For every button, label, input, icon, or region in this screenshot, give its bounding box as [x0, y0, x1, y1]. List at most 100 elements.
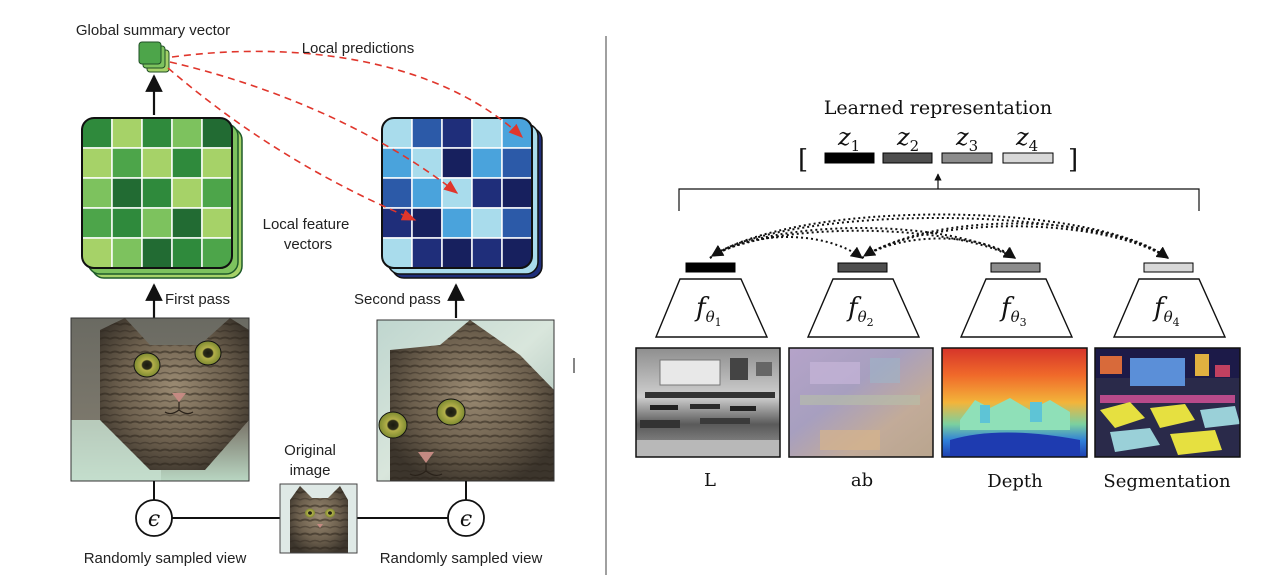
- original-cat-image: [279, 483, 358, 554]
- local-predictions-label: Local predictions: [302, 40, 415, 57]
- cross-view-dotted-arcs: [709, 213, 1169, 259]
- original-image-label-line1: Original: [284, 442, 336, 459]
- feature-cell: [411, 207, 443, 239]
- bracket-right: ]: [1068, 145, 1078, 175]
- encoder-output-2: [837, 262, 888, 273]
- z-labels: z1 z2 z3 z4: [837, 123, 1038, 155]
- feature-cell: [201, 147, 232, 179]
- feature-cell: [411, 237, 443, 268]
- feature-cell: [82, 237, 113, 268]
- feature-cell: [411, 118, 443, 149]
- learned-representation-label: Learned representation: [824, 97, 1052, 119]
- global-summary-vector-icon: [138, 41, 170, 73]
- first-pass-label: First pass: [165, 291, 230, 308]
- feature-cell: [441, 147, 473, 179]
- svg-text:ϵ: ϵ: [460, 507, 472, 532]
- first-pass-feature-map: [81, 117, 243, 279]
- svg-text:z3: z3: [955, 123, 978, 155]
- local-prediction-arrows: [167, 50, 524, 221]
- feature-cell: [201, 207, 232, 239]
- cat-view-left-image: [70, 317, 250, 482]
- feature-cell: [471, 118, 503, 149]
- sampled-view-label-right: Randomly sampled view: [380, 550, 543, 567]
- encoder-output-4: [1143, 262, 1194, 273]
- feature-cell: [441, 237, 473, 268]
- feature-cell: [382, 118, 413, 149]
- feature-cell: [501, 177, 532, 209]
- feature-cell: [501, 237, 532, 268]
- feature-cell: [82, 207, 113, 239]
- bracket-left: [: [798, 145, 808, 175]
- feature-cell: [501, 207, 532, 239]
- original-image-label-line2: image: [290, 462, 331, 479]
- svg-text:z4: z4: [1015, 123, 1038, 155]
- encoder-output-3: [990, 262, 1041, 273]
- modality-image-l: [635, 347, 781, 458]
- feature-cell: [171, 118, 203, 149]
- vector-z4: [1002, 152, 1054, 164]
- modality-image-segmentation: [1094, 347, 1241, 458]
- sampled-view-label-left: Randomly sampled view: [84, 550, 247, 567]
- feature-cell: [141, 237, 173, 268]
- feature-cell: [441, 118, 473, 149]
- epsilon-node-left: ϵ: [135, 499, 173, 537]
- feature-cell: [82, 177, 113, 209]
- feature-cell: [111, 237, 143, 268]
- second-pass-label: Second pass: [354, 291, 441, 308]
- encoder-output-1: [685, 262, 736, 273]
- feature-cell: [111, 177, 143, 209]
- modality-label-l: L: [704, 470, 716, 491]
- feature-cell: [141, 118, 173, 149]
- representation-vectors: [824, 152, 1054, 164]
- local-feature-label-line1: Local feature: [263, 216, 350, 233]
- left-panel: Global summary vector Local predictions …: [70, 22, 575, 567]
- feature-cell: [111, 147, 143, 179]
- feature-cell: [201, 177, 232, 209]
- svg-text:ϵ: ϵ: [148, 507, 160, 532]
- modality-label-depth: Depth: [987, 471, 1043, 492]
- svg-text:z1: z1: [837, 123, 860, 155]
- feature-cell: [201, 237, 232, 268]
- feature-cell: [382, 207, 413, 239]
- feature-cell: [411, 147, 443, 179]
- feature-cell: [82, 147, 113, 179]
- feature-cell: [171, 207, 203, 239]
- encoder-f1: fθ1: [654, 278, 769, 338]
- feature-cell: [82, 118, 113, 149]
- feature-cell: [501, 147, 532, 179]
- vector-z2: [882, 152, 933, 164]
- feature-cell: [171, 147, 203, 179]
- modality-label-ab: ab: [851, 470, 873, 491]
- svg-text:z2: z2: [896, 123, 919, 155]
- right-panel: Learned representation z1 z2 z3 z4 [ ]: [635, 97, 1241, 492]
- cat-view-right-image: [376, 319, 555, 482]
- second-pass-feature-map: [381, 117, 543, 279]
- feature-cell: [471, 237, 503, 268]
- feature-cell: [382, 177, 413, 209]
- encoder-f4: fθ4: [1112, 278, 1227, 338]
- feature-cell: [201, 118, 232, 149]
- modality-label-segmentation: Segmentation: [1103, 471, 1231, 492]
- feature-cell: [471, 177, 503, 209]
- feature-cell: [141, 207, 173, 239]
- encoder-f2: fθ2: [806, 278, 921, 338]
- feature-cell: [382, 237, 413, 268]
- feature-cell: [471, 147, 503, 179]
- feature-cell: [111, 207, 143, 239]
- modality-image-depth: [941, 347, 1088, 458]
- modality-image-ab: [788, 347, 934, 458]
- local-feature-label-line2: vectors: [284, 236, 332, 253]
- encoder-f3: fθ3: [959, 278, 1074, 338]
- epsilon-node-right: ϵ: [447, 499, 485, 537]
- feature-cell: [141, 177, 173, 209]
- feature-cell: [441, 207, 473, 239]
- collecting-bracket: [678, 188, 1200, 211]
- feature-cell: [171, 237, 203, 268]
- feature-cell: [471, 207, 503, 239]
- vector-z3: [941, 152, 993, 164]
- feature-cell: [171, 177, 203, 209]
- feature-cell: [111, 118, 143, 149]
- global-summary-label: Global summary vector: [76, 22, 230, 39]
- feature-cell: [411, 177, 443, 209]
- feature-cell: [141, 147, 173, 179]
